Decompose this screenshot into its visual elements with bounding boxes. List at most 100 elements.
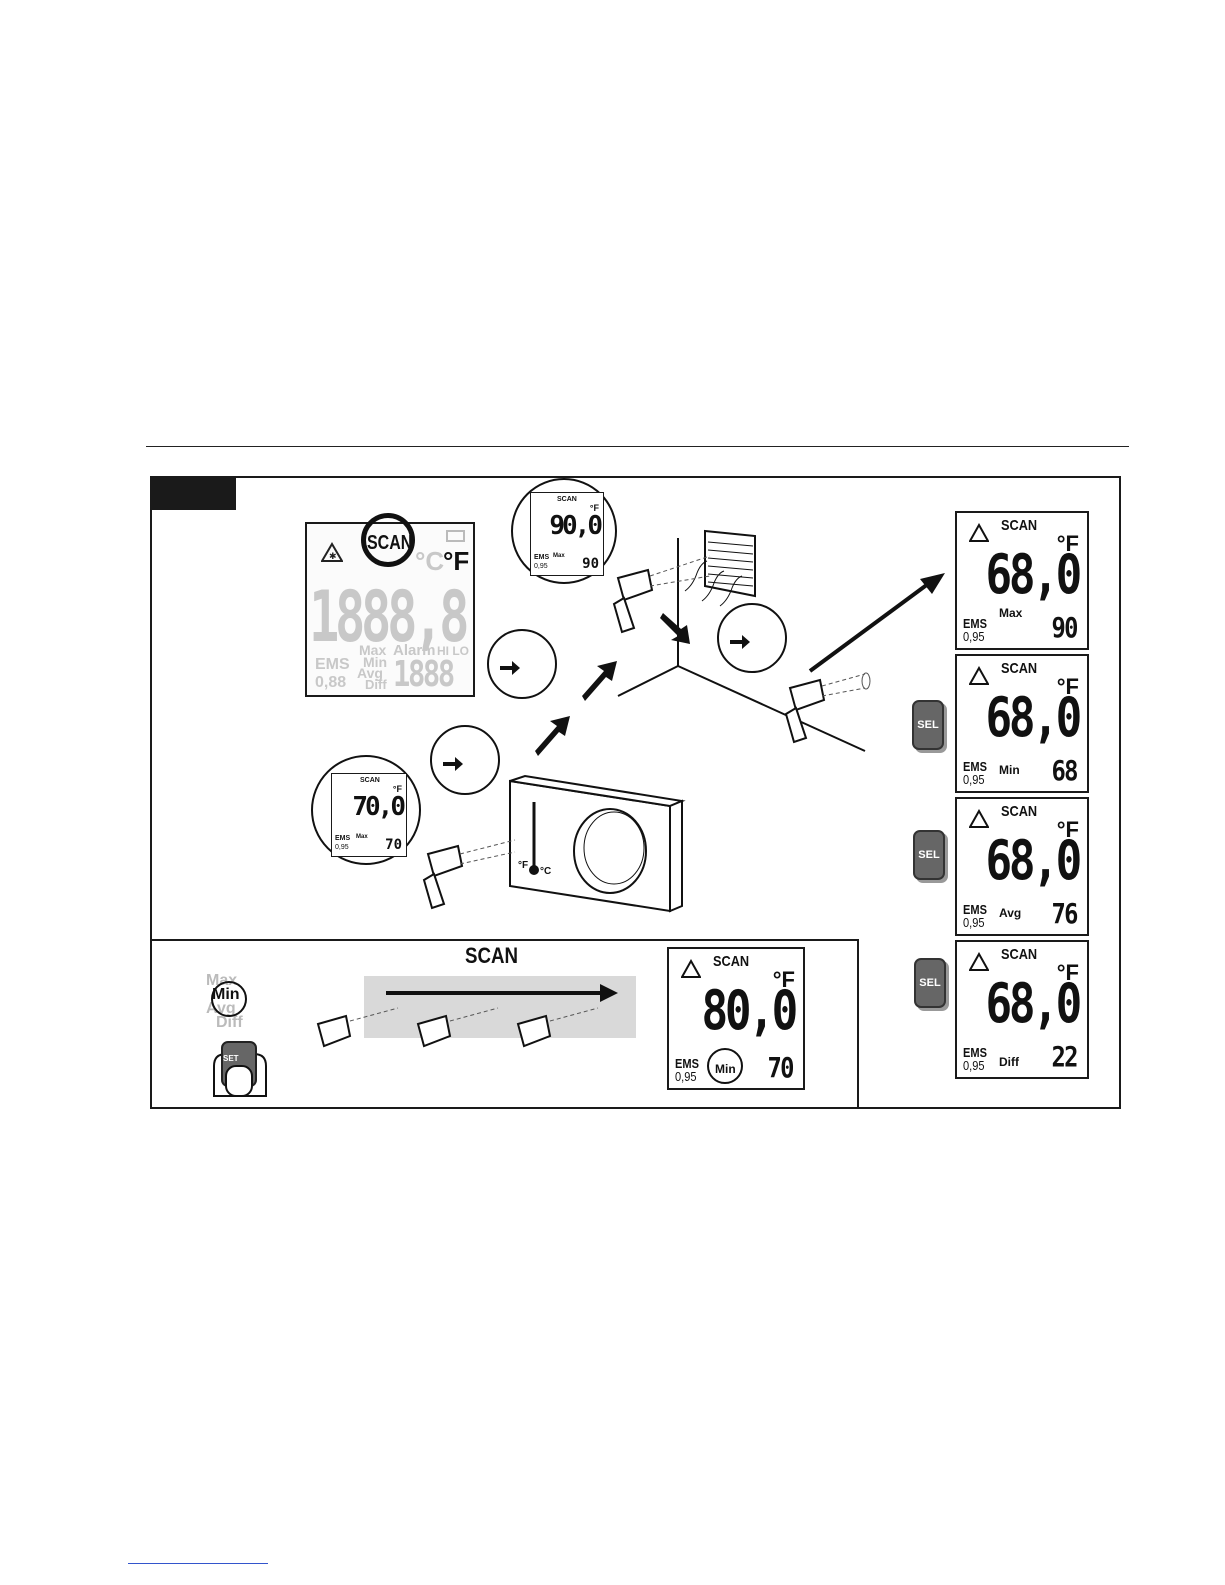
ems-value: 0,95: [963, 629, 985, 644]
figure-frame: [150, 476, 1121, 1109]
main-reading: 70,0: [352, 792, 406, 822]
lcd-diff: SCAN °F 68,0 EMS 0,95 Diff 22: [955, 940, 1089, 1079]
scan-heading: SCAN: [465, 943, 518, 968]
ems-label: EMS: [963, 902, 987, 917]
mode-diff: Diff: [216, 1014, 243, 1031]
inset-lcd-top: SCAN °F 90,0 EMS 0,95 Max 90: [530, 492, 604, 576]
scan-subpanel-frame: [150, 939, 859, 1109]
ems-value: 0,95: [534, 563, 548, 570]
main-reading: 80,0: [701, 979, 798, 1042]
mode-label: Max: [553, 553, 565, 559]
trigger-inset-3: [717, 603, 787, 673]
inset-lcd-left: SCAN °F 70,0 EMS 0,95 Max 70: [331, 773, 407, 857]
ems-label: EMS: [675, 1056, 699, 1071]
min-mode-circle: [707, 1048, 743, 1084]
secondary-reading: 70: [385, 837, 402, 853]
lcd-scan-min: SCAN °F 80,0 EMS 0,95 Min 70: [667, 947, 805, 1090]
scan-label: SCAN: [1001, 946, 1038, 963]
scan-label: SCAN: [1001, 517, 1038, 534]
arrow-2: [582, 661, 617, 701]
ems-label: EMS: [315, 656, 350, 673]
unit-label: °F: [772, 967, 795, 992]
ems-value: 0,95: [963, 915, 985, 930]
alarm-label: Alarm: [393, 642, 436, 659]
unit-label: °F: [1056, 674, 1079, 699]
unit-c-label: °C: [415, 546, 445, 576]
secondary-reading: 90: [582, 556, 599, 572]
thermostat-illustration: [509, 774, 686, 913]
mode-label: Diff: [999, 1055, 1019, 1069]
thermostat-unit-f: °F: [518, 860, 529, 871]
set-button-label[interactable]: SET: [223, 1054, 239, 1063]
unit-label: °F: [1056, 960, 1079, 985]
main-reading: 68,0: [985, 829, 1082, 892]
secondary-reading: 70: [767, 1051, 795, 1084]
warning-icon: [969, 523, 989, 542]
svg-text:✱: ✱: [329, 551, 337, 561]
secondary-reading: 68: [1051, 754, 1079, 787]
warning-icon: ✱: [321, 542, 343, 562]
secondary-reading: 76: [1051, 897, 1079, 930]
figure-tab: [150, 476, 236, 510]
ems-label: EMS: [963, 1045, 987, 1060]
small-digits: 1888: [393, 654, 455, 695]
warning-icon: [969, 809, 989, 828]
main-reading: 68,0: [985, 686, 1082, 749]
header-rule: [146, 446, 1129, 447]
scan-label: SCAN: [557, 496, 577, 503]
scan-label: SCAN: [1001, 660, 1038, 677]
unit-label: °F: [589, 503, 599, 513]
unit-label: °F: [1056, 531, 1079, 556]
main-digits: 1888,8: [309, 576, 469, 658]
trigger-inset-1: [487, 629, 557, 699]
lcd-min: SCAN °F 68,0 EMS 0,95 Min 68: [955, 654, 1089, 793]
ems-label: EMS: [963, 616, 987, 631]
mode-label: Min: [999, 763, 1020, 777]
unit-label: °F: [1056, 817, 1079, 842]
mode-label: Max: [999, 606, 1023, 620]
secondary-reading: 22: [1051, 1040, 1079, 1073]
secondary-reading: 90: [1051, 611, 1079, 644]
arrow-to-display: [920, 573, 945, 594]
ems-label: EMS: [963, 759, 987, 774]
unit-f-label: °F: [443, 546, 470, 576]
hilo-label: HI LO: [437, 644, 469, 658]
set-button-illustration: [213, 1041, 267, 1097]
main-reading: 90,0: [549, 511, 603, 541]
main-reading: 68,0: [985, 543, 1082, 606]
battery-icon: [446, 530, 465, 542]
sel-button[interactable]: SEL: [914, 958, 946, 1008]
ems-value: 0,95: [675, 1069, 697, 1084]
avg-label: Avg: [357, 665, 383, 681]
warning-icon: [681, 959, 701, 978]
lcd-max: SCAN °F 68,0 EMS 0,95 Max 90: [955, 511, 1089, 650]
scan-band: [364, 976, 636, 1038]
arrow-3: [660, 613, 690, 644]
ems-value: 0,95: [963, 772, 985, 787]
mode-label: Max: [356, 834, 368, 840]
thermostat-unit-c: °C: [540, 866, 552, 877]
warning-icon: [969, 952, 989, 971]
scan-label: SCAN: [713, 953, 750, 970]
ems-value: 0,95: [335, 844, 349, 851]
min-label: Min: [363, 654, 388, 670]
max-label: Max: [359, 642, 387, 658]
ems-value: 0,88: [315, 674, 347, 691]
vent-illustration: [684, 529, 756, 607]
trigger-inset-2: [430, 725, 500, 795]
ems-label: EMS: [335, 835, 351, 842]
sel-button[interactable]: SEL: [913, 830, 945, 880]
diff-label: Diff: [365, 677, 387, 692]
unit-label: °F: [392, 784, 402, 794]
lcd-avg: SCAN °F 68,0 EMS 0,95 Avg 76: [955, 797, 1089, 936]
warning-icon: [969, 666, 989, 685]
ems-label: EMS: [534, 554, 550, 561]
main-reading: 68,0: [985, 972, 1082, 1035]
min-highlight-circle: [211, 981, 247, 1017]
scan-label: SCAN: [1001, 803, 1038, 820]
scan-highlight-circle: [361, 513, 415, 567]
arrow-1: [535, 716, 570, 756]
sel-button[interactable]: SEL: [912, 700, 944, 750]
mode-label: Avg: [999, 906, 1022, 920]
footer-link-underline: [128, 1563, 268, 1564]
